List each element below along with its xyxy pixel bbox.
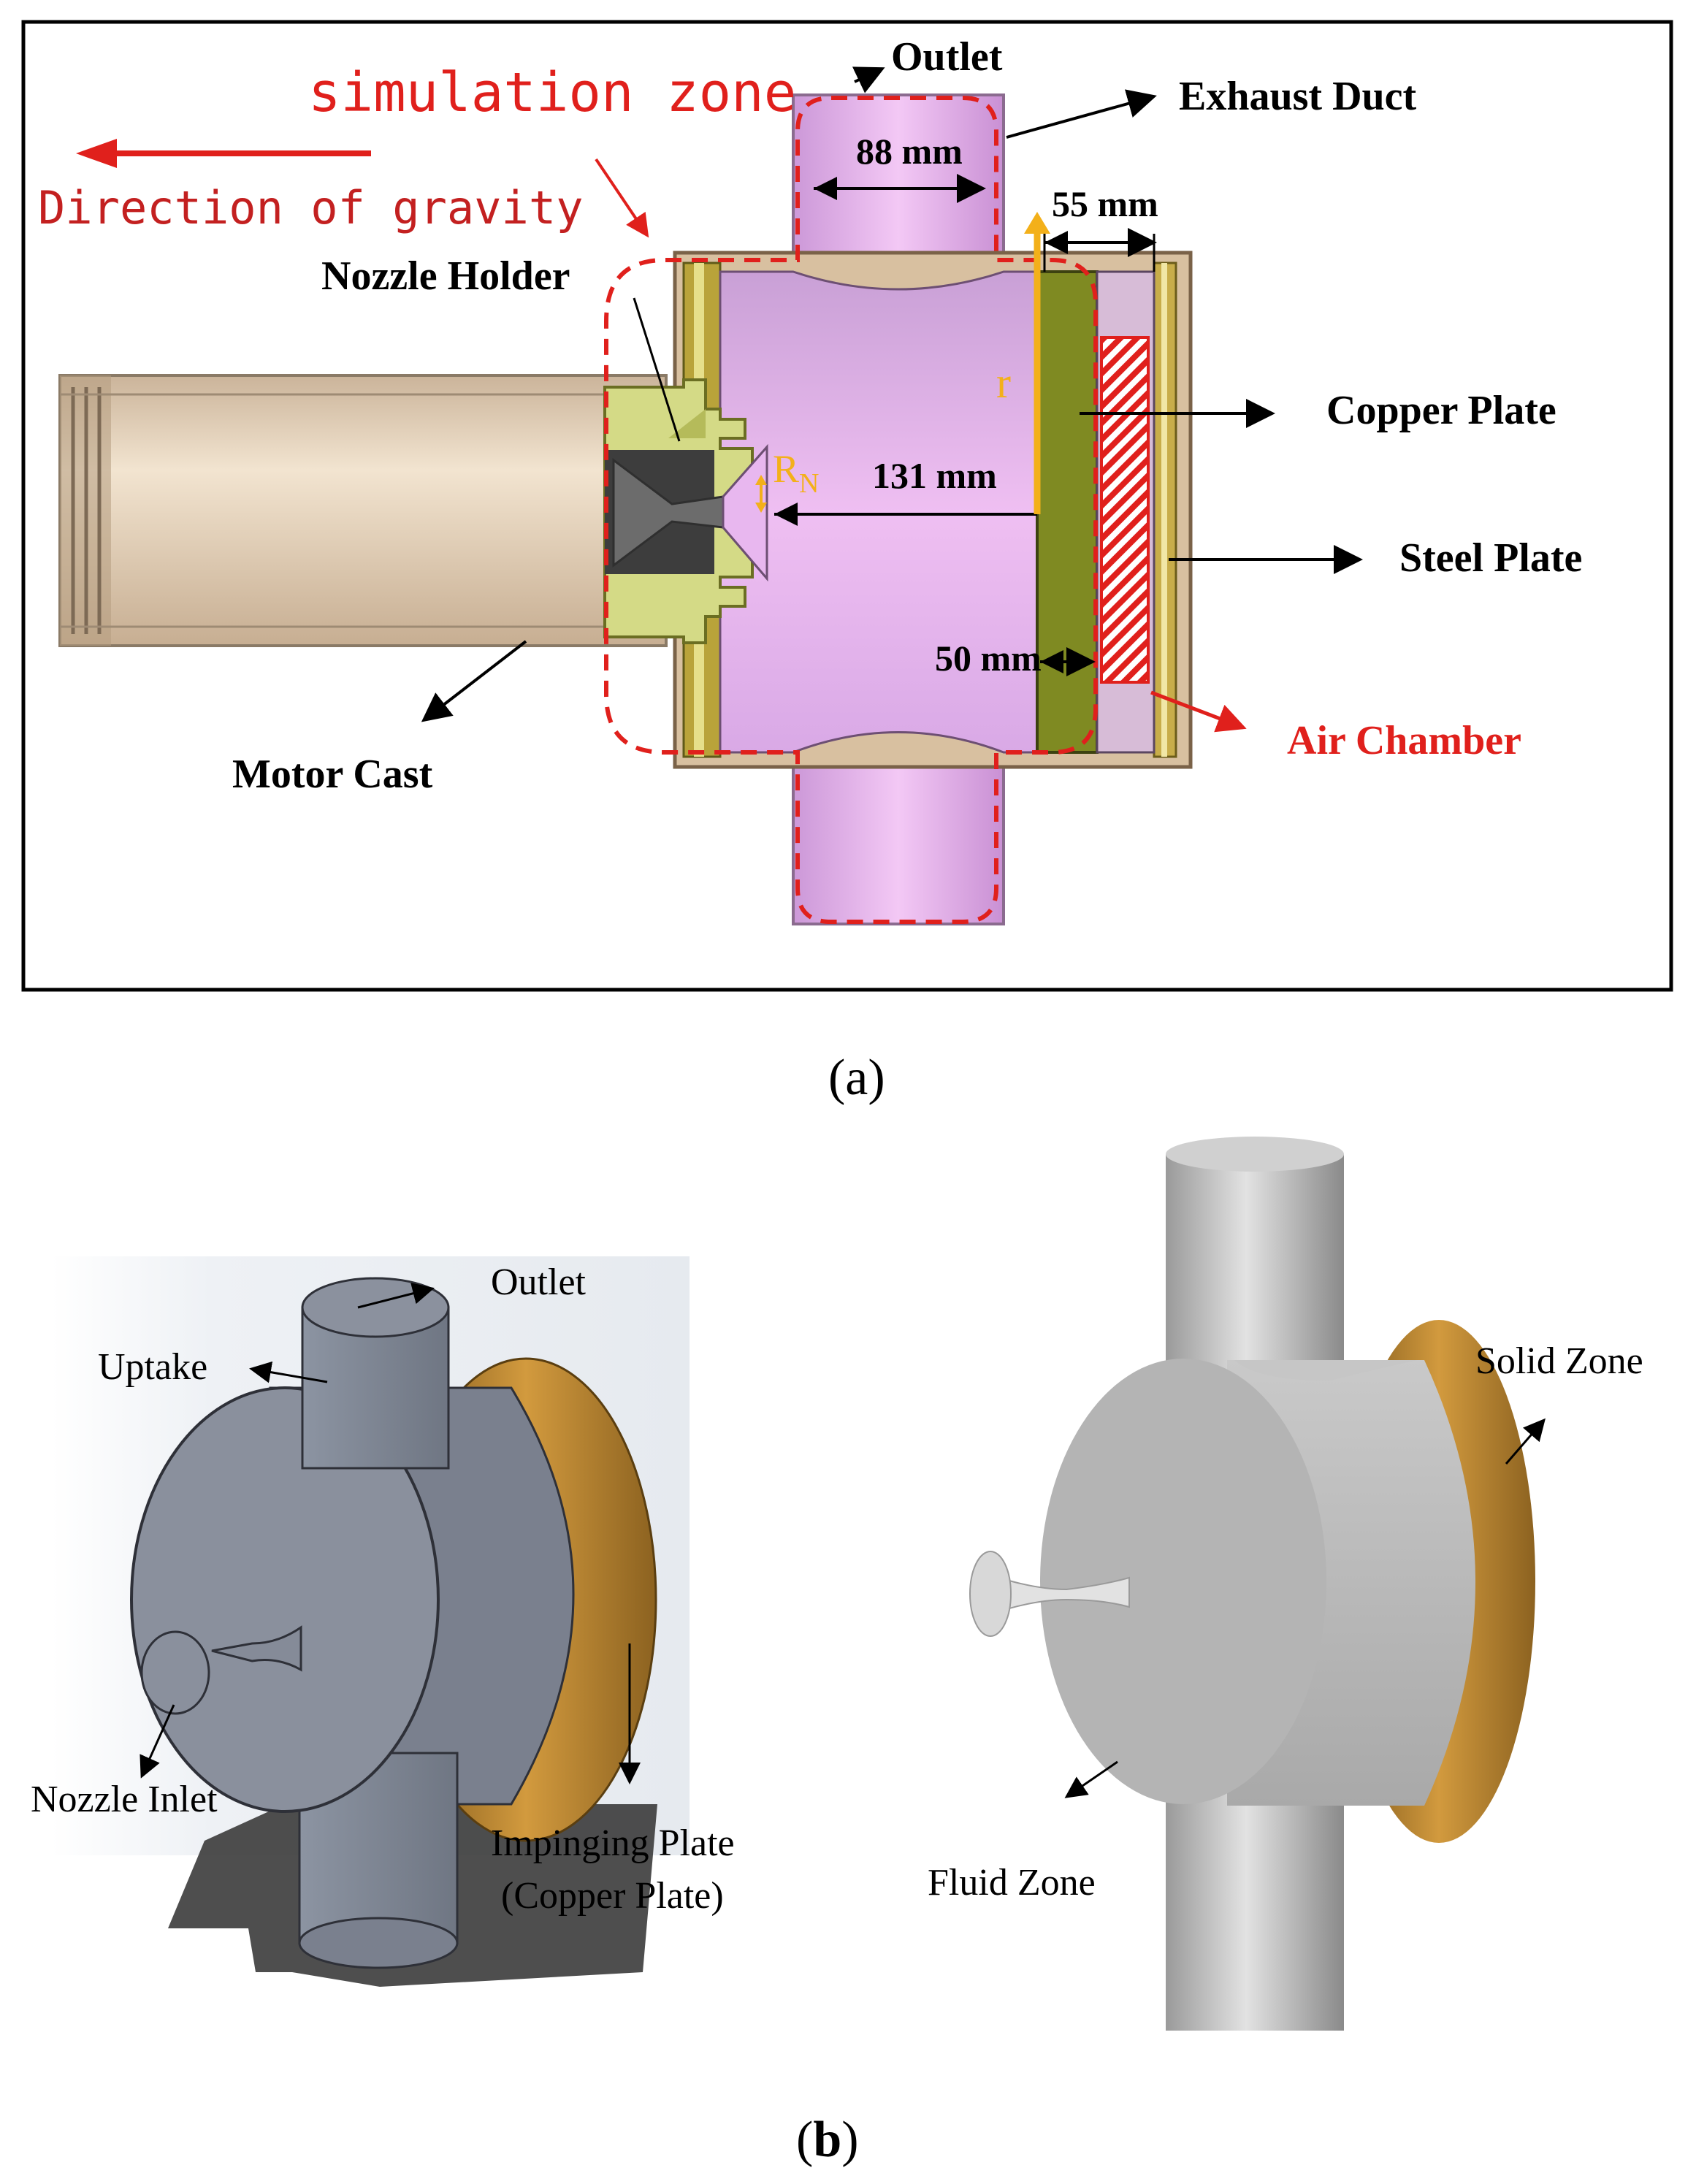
dim-55-label: 55 mm xyxy=(1052,183,1158,224)
motor-cast-label: Motor Cast xyxy=(232,752,433,797)
dim-88-label: 88 mm xyxy=(856,131,963,172)
steel-plate-label: Steel Plate xyxy=(1399,535,1582,581)
copper-plate-label: Copper Plate xyxy=(1326,388,1556,433)
right-fluid-zone-face xyxy=(1040,1359,1326,1804)
left-impinging-label: Impinging Plate xyxy=(491,1822,735,1864)
right-nozzle xyxy=(998,1576,1130,1613)
left-copper-plate-label: (Copper Plate) xyxy=(501,1875,724,1917)
dim-131-label: 131 mm xyxy=(872,455,997,496)
right-solid-zone-label: Solid Zone xyxy=(1475,1340,1643,1382)
gravity-label: Direction of gravity xyxy=(38,181,584,234)
dim-50-label: 50 mm xyxy=(935,638,1042,679)
caption-a: (a) xyxy=(828,1050,885,1106)
caption-b-open: ( xyxy=(796,2112,813,2168)
copper-plate-drawing xyxy=(1036,270,1099,754)
caption-b-letter: b xyxy=(813,2112,841,2168)
panel-b-right: Solid Zone Fluid Zone xyxy=(928,1137,1643,2031)
right-nozzle-inlet xyxy=(969,1551,1012,1637)
nozzle-holder-label: Nozzle Holder xyxy=(321,253,570,299)
outlet-label-a: Outlet xyxy=(891,34,1003,80)
right-fluid-zone-label: Fluid Zone xyxy=(928,1862,1096,1904)
panel-a: simulation zone Direction of gravity Out… xyxy=(21,20,1673,1106)
motor-cast-drawing xyxy=(58,374,668,647)
panel-b-left: Outlet Uptake Nozzle Inlet Impinging Pla… xyxy=(31,1256,735,1987)
air-chamber-hatch xyxy=(1100,336,1150,684)
radius-label: r xyxy=(996,359,1011,407)
left-outlet-label: Outlet xyxy=(491,1261,587,1303)
simulation-zone-outline xyxy=(604,96,1098,924)
left-nozzle-inlet xyxy=(140,1630,210,1715)
caption-b: (b) xyxy=(796,2112,859,2168)
nozzle-radius-label: RN xyxy=(773,447,819,499)
left-uptake-label: Uptake xyxy=(98,1346,207,1388)
left-front-disk xyxy=(130,1386,440,1813)
left-nozzle-inlet-label: Nozzle Inlet xyxy=(31,1779,218,1820)
simulation-zone-label: simulation zone xyxy=(308,61,796,124)
nozzle-radius-main: R xyxy=(773,447,799,491)
left-nozzle xyxy=(211,1625,302,1672)
caption-b-close: ) xyxy=(841,2112,858,2168)
air-chamber-label: Air Chamber xyxy=(1287,718,1521,763)
exhaust-duct-label: Exhaust Duct xyxy=(1179,74,1417,119)
nozzle-radius-sub: N xyxy=(799,468,819,499)
